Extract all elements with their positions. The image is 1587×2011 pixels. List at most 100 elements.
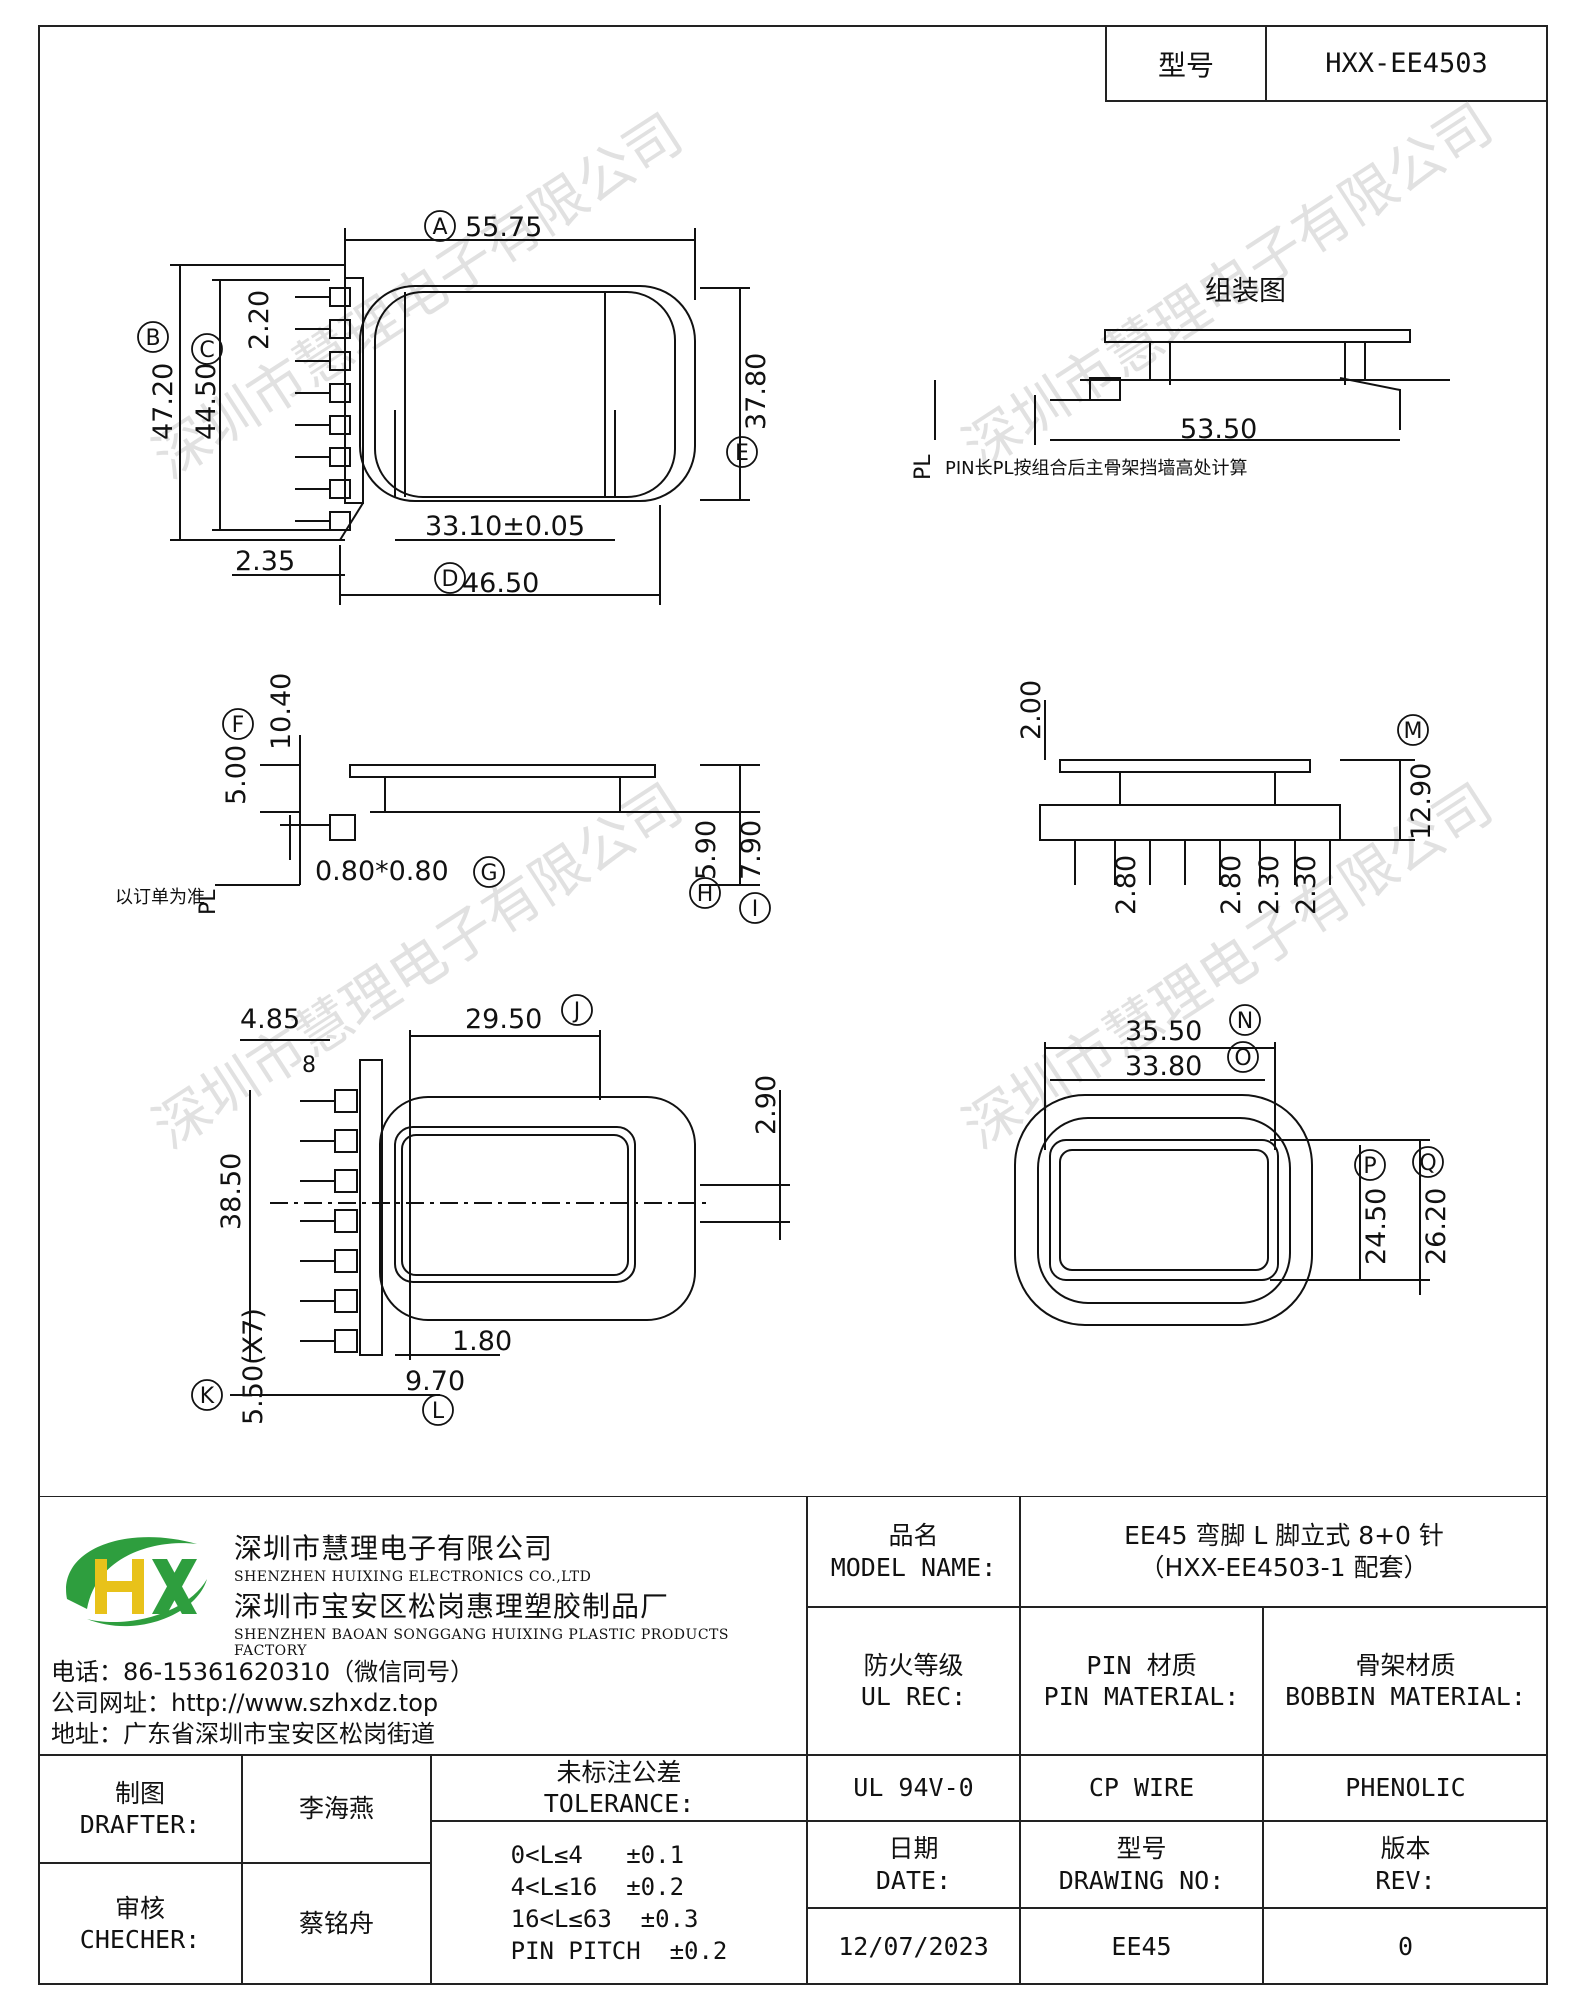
- tol-cn: 未标注公差: [556, 1757, 682, 1787]
- dim-e: 37.80: [741, 353, 772, 430]
- dim-i: 7.90: [736, 820, 767, 880]
- bob-mat-cn: 骨架材质: [1355, 1650, 1456, 1680]
- pin-note: PIN长PL按组合后主骨架挡墙高处计算: [945, 458, 1248, 479]
- bottom-pins: [300, 1089, 358, 1353]
- fire-cn: 防火等级: [863, 1650, 964, 1680]
- window-view: 35.50 33.80 24.50 26.20: [1014, 1016, 1452, 1326]
- bottom-view: 4.85 29.50 38.50 2.90 1.80 9.70 5.50(X7)…: [216, 1004, 790, 1425]
- company-logo: HX: [66, 1537, 207, 1627]
- label-d: D: [442, 567, 459, 592]
- top-view: 55.75 2.20 47.20 44.50 37.80 33.10±0.05 …: [148, 212, 772, 605]
- tolerance-values: 0<L≤4 ±0.1 4<L≤16 ±0.2 16<L≤63 ±0.3 PIN …: [431, 1821, 807, 1985]
- assembly-title: 组装图: [1205, 276, 1286, 307]
- dim-a: 55.75: [465, 212, 542, 243]
- date-label: 日期 DATE:: [807, 1821, 1020, 1908]
- label-j: J: [572, 999, 581, 1024]
- dim-wall: 1.80: [452, 1326, 512, 1357]
- dim-c: 44.50: [191, 363, 222, 440]
- label-k: K: [200, 1384, 215, 1409]
- label-e: E: [735, 441, 749, 466]
- pl-note: 以订单为准: [115, 887, 205, 908]
- pin-number: 8: [302, 1053, 316, 1078]
- checker-en: CHECHER:: [79, 1925, 201, 1954]
- dim-flange: 2.90: [751, 1075, 782, 1135]
- model-label: 型号: [1107, 27, 1267, 100]
- rev-en: REV:: [1375, 1865, 1436, 1895]
- drafter-label: 制图 DRAFTER:: [38, 1755, 242, 1863]
- pl-label: PL: [911, 454, 936, 480]
- dim-j: 29.50: [465, 1004, 542, 1035]
- label-a: A: [432, 215, 447, 240]
- tol-line-4: PIN PITCH ±0.2: [510, 1937, 728, 1965]
- company-block: HX 深圳市慧理电子有限公司 SHENZHEN HUIXING ELECTRON…: [38, 1496, 807, 1755]
- side-view: 10.40 5.00 0.80*0.80 5.90 7.90 以订单为准 PL: [115, 673, 767, 915]
- dim-l: 9.70: [405, 1366, 465, 1397]
- model-name-value: EE45 弯脚 L 脚立式 8+0 针 （HXX-EE4503-1 配套）: [1020, 1496, 1548, 1607]
- bobbin-material-value: PHENOLIC: [1263, 1755, 1548, 1821]
- dim-pitch-c: 2.30: [1254, 855, 1285, 915]
- dim-window-h: 38.50: [216, 1153, 247, 1230]
- drawing-no-en: DRAWING NO:: [1058, 1865, 1225, 1895]
- bobbin-material-label: 骨架材质 BOBBIN MATERIAL:: [1263, 1607, 1548, 1755]
- title-block: HX 深圳市慧理电子有限公司 SHENZHEN HUIXING ELECTRON…: [38, 1496, 1548, 1985]
- pin-material-label: PIN 材质 PIN MATERIAL:: [1020, 1607, 1263, 1755]
- fire-rating-label: 防火等级 UL REC:: [807, 1607, 1020, 1755]
- dim-o: 33.80: [1125, 1051, 1202, 1082]
- label-g: G: [480, 861, 497, 886]
- drawing-no-value: EE45: [1020, 1908, 1263, 1985]
- end-view: 2.00 12.90 2.80 2.80 2.30 2.30: [1016, 680, 1437, 915]
- reference-circles: A B C D E F G H I J K L M N O P Q: [137, 210, 1444, 1426]
- drawing-no-label: 型号 DRAWING NO:: [1020, 1821, 1263, 1908]
- factory-cn-name: 深圳市宝安区松岗惠理塑胶制品厂: [234, 1590, 670, 1623]
- dim-pitch-b: 2.80: [1216, 855, 1247, 915]
- factory-en-name: SHENZHEN BAOAN SONGGANG HUIXING PLASTIC …: [234, 1627, 729, 1659]
- dim-f: 10.40: [266, 673, 297, 750]
- dim-k: 5.50(X7): [238, 1308, 269, 1425]
- dim-p: 24.50: [1361, 1188, 1392, 1265]
- dim-pin-offset: 2.35: [235, 546, 295, 577]
- assembly-view: 组装图 53.50 PL PIN长PL按组合后主骨架挡墙高处计算: [911, 276, 1450, 480]
- tolerance-label: 未标注公差 TOLERANCE:: [431, 1755, 807, 1821]
- pin-material-value: CP WIRE: [1020, 1755, 1263, 1821]
- pin-row: [295, 287, 351, 531]
- dim-m-top: 2.00: [1016, 680, 1047, 740]
- date-cn: 日期: [888, 1834, 939, 1864]
- company-phone: 电话：86-15361620310（微信同号）: [51, 1658, 475, 1686]
- model-name-label: 品名 MODEL NAME:: [807, 1496, 1020, 1607]
- model-name-line2: （HXX-EE4503-1 配套）: [1139, 1552, 1429, 1582]
- drafter-en: DRAFTER:: [79, 1810, 201, 1839]
- dim-c-small: 2.20: [244, 290, 275, 350]
- pin-mat-en: PIN MATERIAL:: [1043, 1682, 1240, 1711]
- pin-mat-cn: PIN 材质: [1086, 1650, 1197, 1680]
- watermark: 深圳市慧理电子有限公司: [142, 102, 694, 492]
- end-pins: [1074, 840, 1331, 885]
- dim-b: 47.20: [148, 363, 179, 440]
- label-c: C: [199, 338, 214, 363]
- pl-label-side: PL: [196, 889, 221, 915]
- dim-f2: 5.00: [221, 745, 252, 805]
- dim-g: 0.80*0.80: [315, 856, 449, 887]
- drawing-no-cn: 型号: [1116, 1834, 1167, 1864]
- company-website[interactable]: 公司网址：http://www.szhxdz.top: [51, 1689, 439, 1717]
- drafter-name: 李海燕: [242, 1755, 431, 1863]
- dim-m: 12.90: [1406, 763, 1437, 840]
- label-f: F: [232, 713, 245, 738]
- dim-core-width: 33.10±0.05: [425, 511, 585, 542]
- dim-q: 26.20: [1421, 1188, 1452, 1265]
- dim-n: 35.50: [1125, 1016, 1202, 1047]
- label-p: P: [1363, 1154, 1376, 1179]
- tol-line-1: 0<L≤4 ±0.1: [510, 1841, 685, 1869]
- tol-line-3: 16<L≤63 ±0.3: [510, 1905, 699, 1933]
- rev-cn: 版本: [1380, 1834, 1431, 1864]
- dim-pitch-a: 2.80: [1111, 855, 1142, 915]
- dim-pitch-d: 2.30: [1291, 855, 1322, 915]
- checker-name: 蔡铭舟: [242, 1863, 431, 1985]
- company-address: 地址：广东省深圳市宝安区松岗街道: [51, 1720, 435, 1748]
- technical-drawing: 深圳市慧理电子有限公司 深圳市慧理电子有限公司 深圳市慧理电子有限公司 深圳市慧…: [115, 92, 1504, 1426]
- label-h: H: [697, 882, 714, 907]
- label-i: I: [752, 897, 759, 922]
- watermark: 深圳市慧理电子有限公司: [142, 772, 694, 1162]
- rev-label: 版本 REV:: [1263, 1821, 1548, 1908]
- label-n: N: [1237, 1009, 1253, 1034]
- drafter-cn: 制图: [114, 1778, 165, 1808]
